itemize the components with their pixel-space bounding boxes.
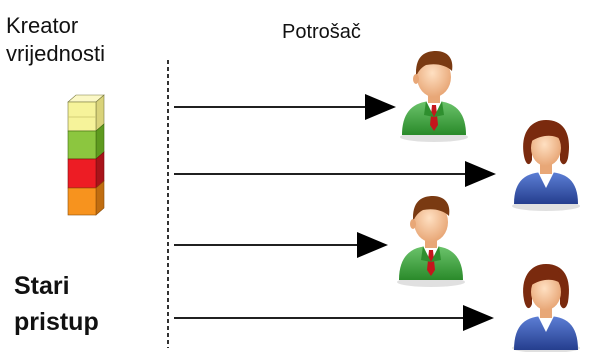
arrow-4	[174, 305, 494, 331]
approach-label: Stari pristup	[14, 268, 99, 340]
approach-label-line-2: pristup	[14, 308, 99, 336]
businessman-green-icon	[397, 196, 465, 287]
creator-label-line-2: vrijednosti	[6, 41, 106, 66]
stack-block-yellow	[67, 94, 105, 132]
consumer-label: Potrošač	[282, 21, 361, 43]
creator-label-line-1: Kreator	[6, 13, 79, 38]
creator-label: Kreator vrijednosti	[6, 12, 105, 68]
value-stack-icon	[67, 94, 105, 216]
arrow-3	[174, 232, 388, 258]
approach-label-line-1: Stari	[14, 272, 70, 300]
businessman-green-icon	[400, 51, 468, 142]
businesswoman-blue-icon	[512, 120, 580, 211]
stack-block-red	[67, 151, 105, 189]
arrow-1	[174, 94, 396, 120]
businesswoman-blue-icon	[512, 264, 580, 352]
arrow-2	[174, 161, 496, 187]
stack-block-orange	[67, 180, 105, 216]
